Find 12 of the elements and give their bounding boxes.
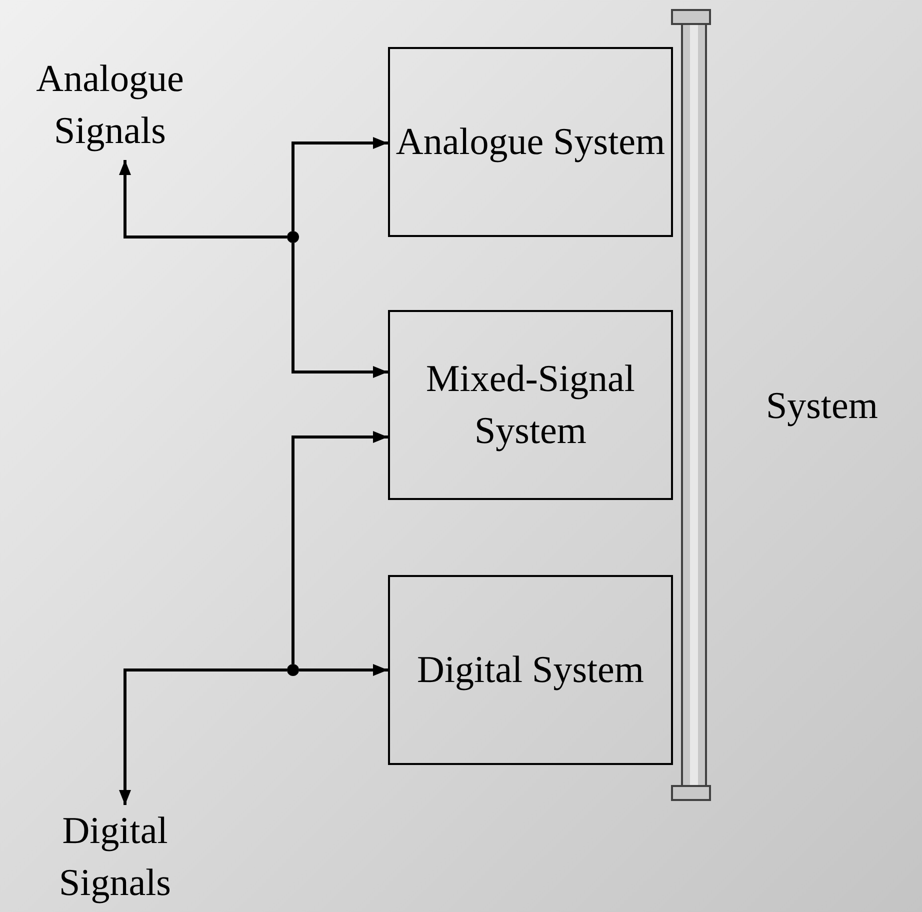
- arrow: [292, 243, 388, 378]
- system-box: Digital System: [388, 575, 673, 765]
- system-box: Mixed-Signal System: [388, 310, 673, 500]
- arrow: [119, 160, 287, 238]
- arrow: [292, 431, 388, 664]
- signal-label: Digital Signals: [25, 805, 205, 909]
- arrow: [292, 137, 388, 231]
- signal-label: Analogue Signals: [20, 50, 200, 160]
- arrow: [119, 668, 287, 805]
- system-label: System: [766, 384, 878, 429]
- system-box: Analogue System: [388, 47, 673, 237]
- arrow: [299, 664, 388, 676]
